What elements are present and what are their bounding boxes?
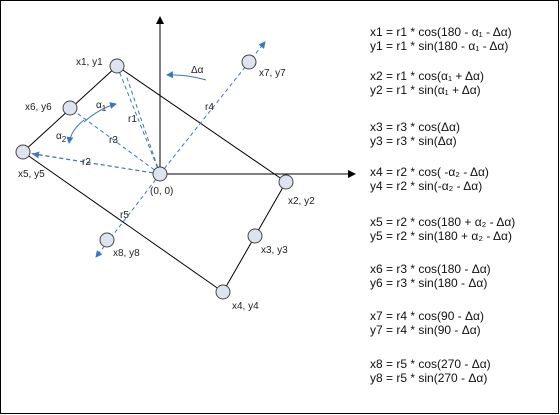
equation-x2: x2 = r1 * cos(α₁ + Δα)	[370, 69, 484, 83]
label-point-5: x5, y5	[18, 169, 45, 180]
edge-p1-p2	[116, 65, 287, 183]
label-r2: r2	[82, 157, 91, 168]
label-r1: r1	[128, 114, 137, 125]
label-r3: r3	[109, 135, 118, 146]
equation-y8: y8 = r5 * sin(270 - Δα)	[370, 371, 487, 385]
point-3	[247, 228, 263, 244]
label-delta-alpha: Δα	[191, 65, 204, 76]
equation-y3: y3 = r3 * sin(Δα)	[370, 134, 457, 148]
label-point-8: x8, y8	[113, 248, 140, 259]
radius-line-r2-arrow	[32, 151, 161, 175]
point-6	[62, 100, 78, 116]
edge-p4-p5	[22, 151, 224, 293]
equation-y2: y2 = r1 * sin(α₁ + Δα)	[370, 83, 481, 97]
label-point-2: x2, y2	[288, 196, 315, 207]
label-alpha2: α2	[56, 131, 67, 144]
equation-y1: y1 = r1 * sin(180 - α₁ - Δα)	[370, 39, 508, 53]
equation-y4: y4 = r2 * sin(-α₂ - Δα)	[370, 179, 482, 193]
equation-x1: x1 = r1 * cos(180 - α₁ - Δα)	[370, 25, 512, 39]
point-8	[99, 232, 115, 248]
radius-line-r1b	[125, 74, 161, 175]
label-point-7: x7, y7	[259, 68, 286, 79]
label-point-1: x1, y1	[76, 57, 103, 68]
equation-y5: y5 = r2 * sin(180 + α₂ - Δα)	[370, 229, 512, 243]
equation-x4: x4 = r2 * cos( -α₂ - Δα)	[370, 165, 489, 179]
equations-block: x1 = r1 * cos(180 - α₁ - Δα) y1 = r1 * s…	[370, 25, 515, 385]
point-1	[109, 58, 125, 74]
equation-x6: x6 = r3 * cos(180 - Δα)	[370, 262, 491, 276]
alpha1-arc	[83, 102, 117, 123]
label-alpha1: α1	[96, 100, 107, 113]
label-point-4: x4, y4	[232, 301, 259, 312]
label-point-6: x6, y6	[25, 102, 52, 113]
equation-x5: x5 = r2 * cos(180 + α₂ - Δα)	[370, 215, 515, 229]
radius-line-r1	[116, 65, 161, 175]
label-r4: r4	[205, 102, 214, 113]
point-4	[215, 284, 231, 300]
alpha2-arc	[66, 119, 85, 144]
label-origin: (0, 0)	[150, 186, 173, 197]
delta-alpha-arc	[166, 71, 207, 81]
label-point-3: x3, y3	[261, 245, 288, 256]
equation-x3: x3 = r3 * cos(Δα)	[370, 120, 460, 134]
equation-x8: x8 = r5 * cos(270 - Δα)	[370, 357, 491, 371]
radius-line-r3	[69, 107, 161, 175]
label-r5: r5	[120, 210, 129, 221]
equation-y7: y7 = r4 * sin(90 - Δα)	[370, 323, 481, 337]
equation-y6: y6 = r3 * sin(180 - Δα)	[370, 276, 487, 290]
point-7	[241, 54, 257, 70]
origin-point	[152, 166, 168, 182]
point-5	[15, 144, 31, 160]
equation-x7: x7 = r4 * cos(90 - Δα)	[370, 309, 484, 323]
point-2	[278, 174, 294, 190]
